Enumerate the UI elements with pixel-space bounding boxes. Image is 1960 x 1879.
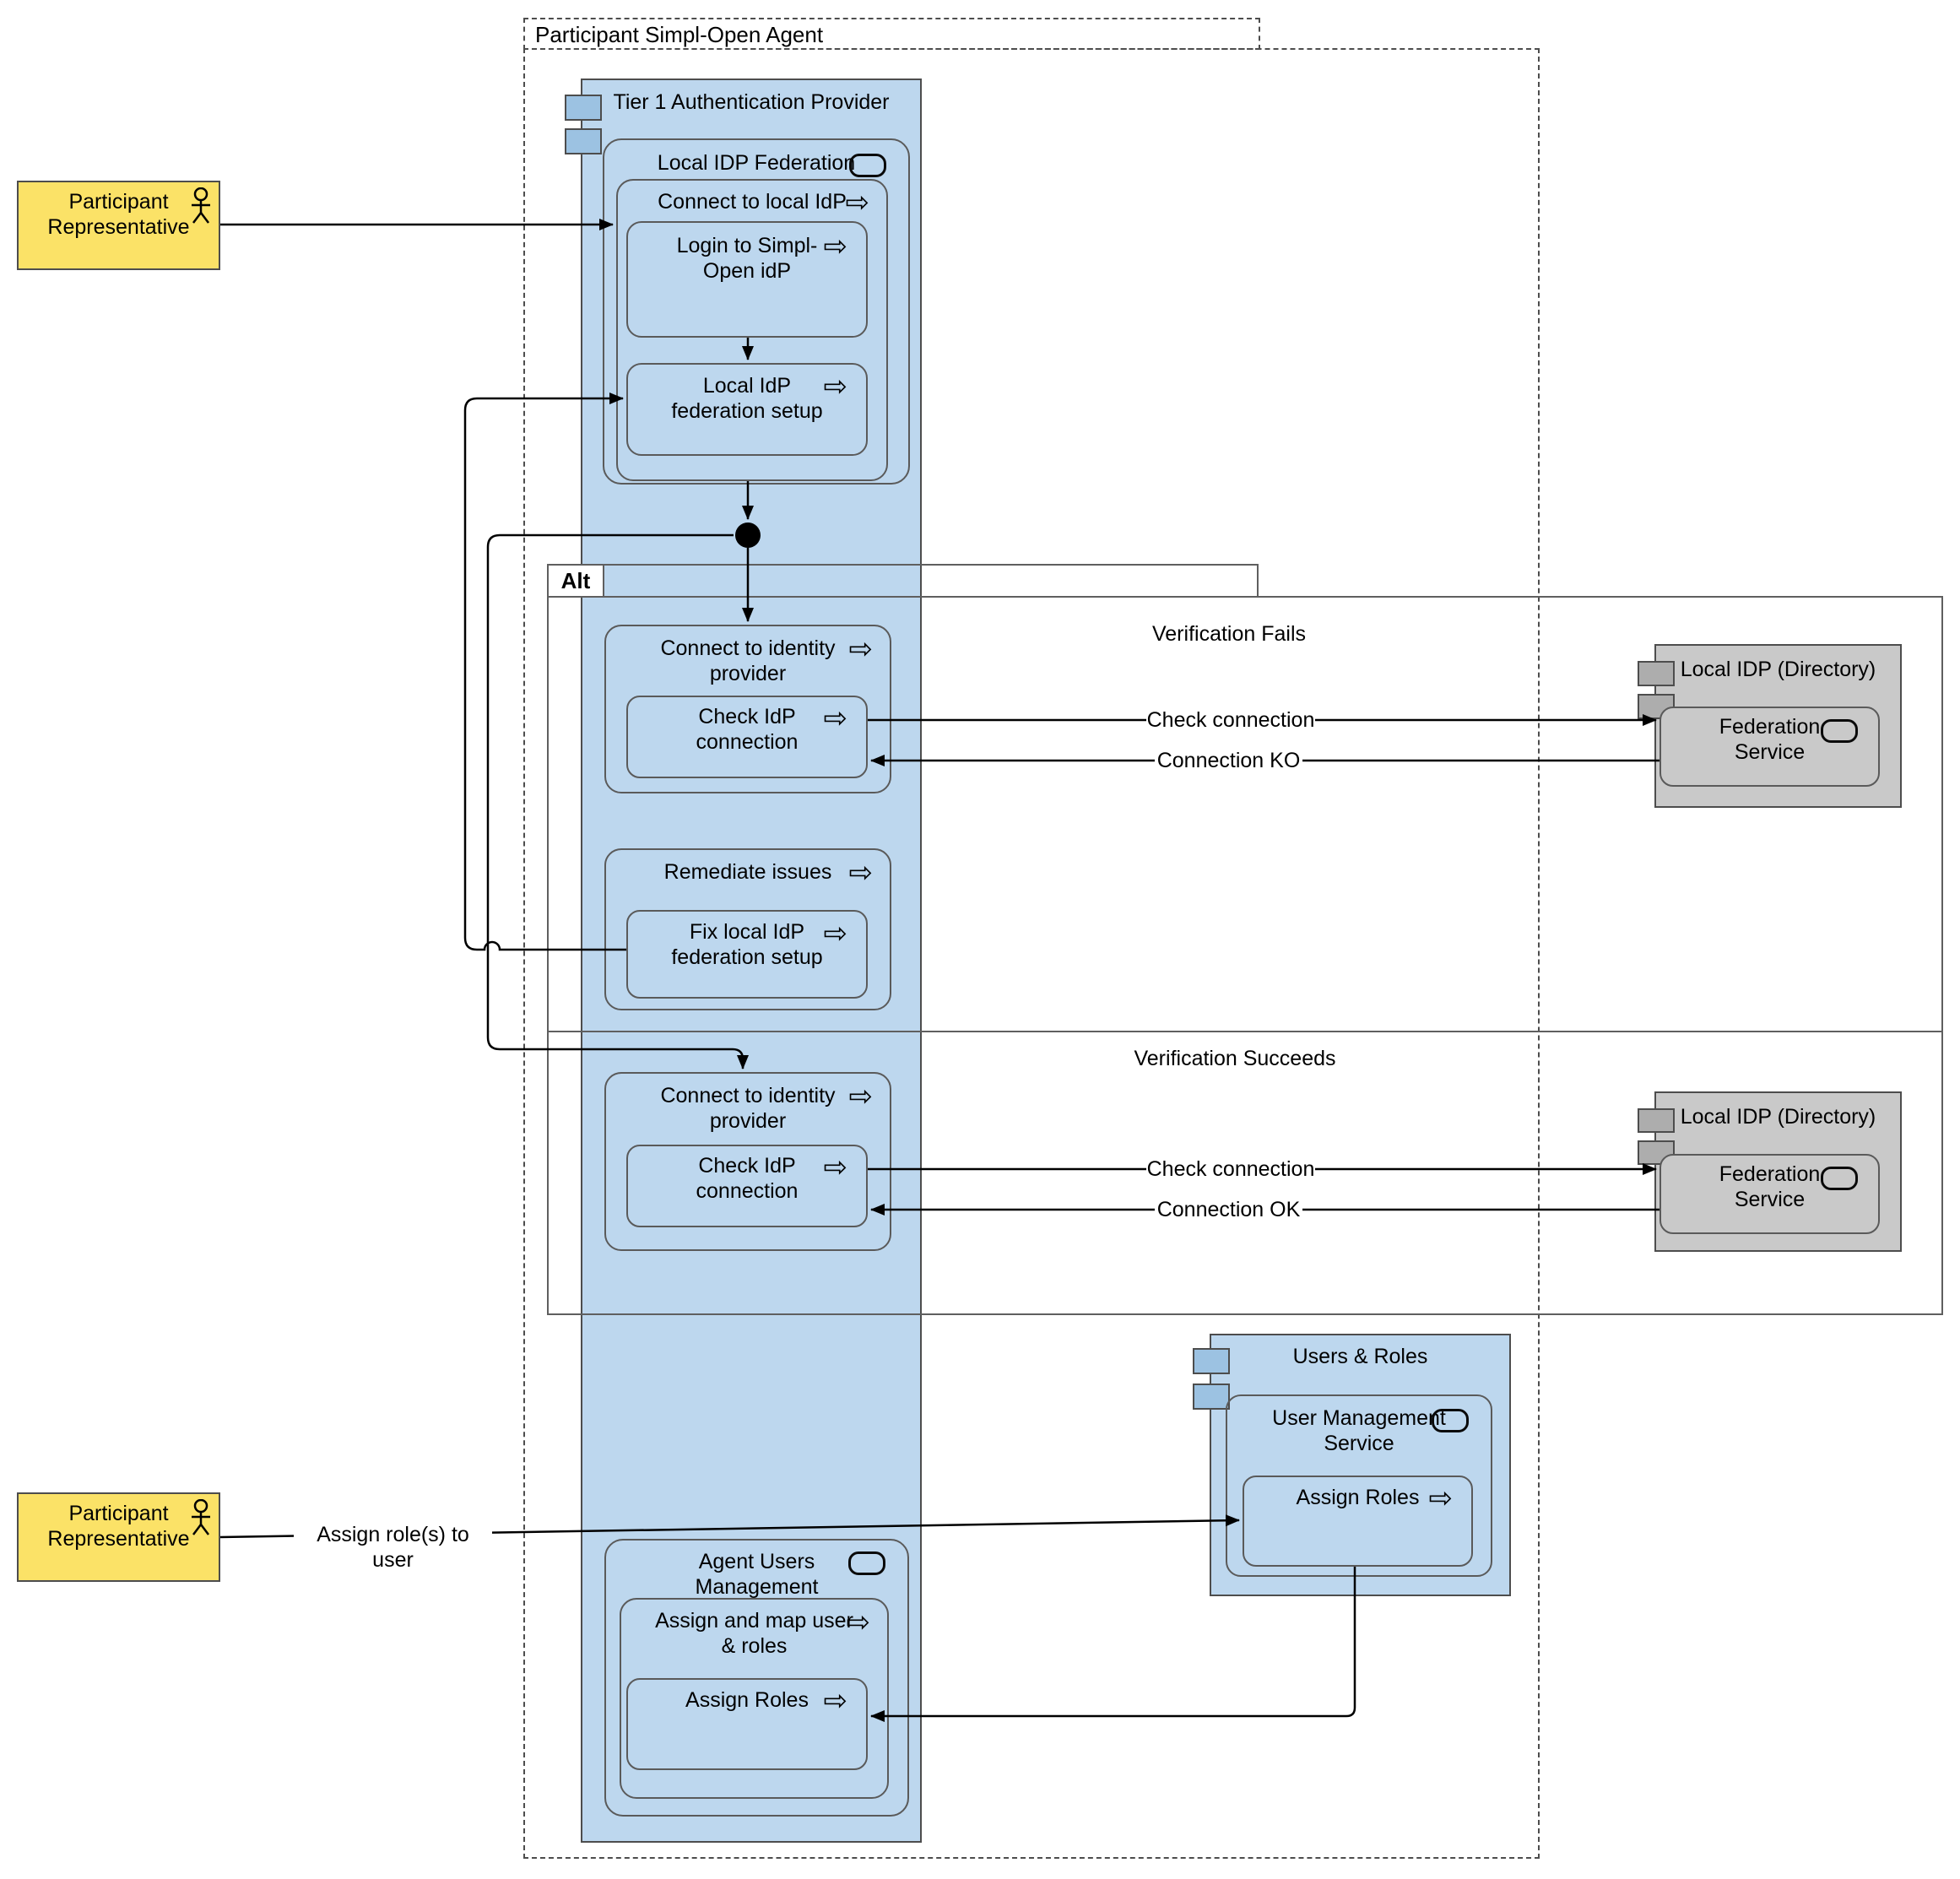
message-connection-ok: Connection OK bbox=[1155, 1197, 1302, 1222]
activity-icon bbox=[849, 154, 886, 177]
component-port-icon bbox=[1638, 661, 1675, 686]
connect-to-identity-provider-2: Connect to identity provider ⇨ bbox=[604, 1072, 891, 1251]
block-arrow-icon: ⇨ bbox=[848, 633, 874, 665]
user-management-service: User Management Service bbox=[1226, 1394, 1492, 1577]
connect-to-local-idp: Connect to local IdP ⇨ bbox=[616, 179, 888, 481]
block-arrow-icon: ⇨ bbox=[848, 857, 874, 889]
connect-local-title: Connect to local IdP bbox=[658, 190, 847, 214]
activity-icon bbox=[1821, 719, 1858, 743]
tier1-title: Tier 1 Authentication Provider bbox=[613, 90, 890, 114]
message-connection-ko: Connection KO bbox=[1155, 748, 1302, 773]
participant-representative-1: Participant Representative bbox=[17, 181, 220, 270]
message-check-connection-2: Check connection bbox=[1146, 1156, 1315, 1182]
component-port-icon bbox=[565, 128, 602, 154]
local-idp-federation-setup: Local IdP federation setup ⇨ bbox=[626, 363, 868, 456]
message-assign-roles-to-user: Assign role(s) to user bbox=[294, 1522, 492, 1573]
block-arrow-icon: ⇨ bbox=[823, 918, 848, 950]
participant-representative-2: Participant Representative bbox=[17, 1492, 220, 1582]
component-port-icon bbox=[1193, 1384, 1230, 1410]
frame-title-box: Participant Simpl-Open Agent bbox=[523, 18, 1260, 50]
activity-icon bbox=[1432, 1409, 1469, 1432]
actor-icon bbox=[192, 1499, 210, 1535]
assign-roles-ums: Assign Roles ⇨ bbox=[1243, 1476, 1473, 1567]
block-arrow-icon: ⇨ bbox=[823, 230, 848, 263]
alt-frame-divider bbox=[547, 1031, 1943, 1032]
check-idp-connection-2: Check IdP connection ⇨ bbox=[626, 1145, 868, 1227]
alt-operator-label: Alt bbox=[547, 564, 604, 598]
component-port-icon bbox=[565, 95, 602, 121]
local-idp-federation: Local IDP Federation bbox=[603, 138, 910, 485]
actor-icon bbox=[192, 187, 210, 224]
block-arrow-icon: ⇨ bbox=[845, 187, 870, 219]
federation-service-1: Federation Service bbox=[1660, 707, 1880, 787]
message-check-connection-1: Check connection bbox=[1146, 707, 1315, 733]
login-to-simpl-open-idp: Login to Simpl- Open idP ⇨ bbox=[626, 221, 868, 338]
block-arrow-icon: ⇨ bbox=[846, 1606, 871, 1638]
block-arrow-icon: ⇨ bbox=[823, 371, 848, 403]
component-port-icon bbox=[1638, 1108, 1675, 1133]
activity-icon bbox=[848, 1551, 885, 1575]
junction-node bbox=[735, 523, 761, 548]
block-arrow-icon: ⇨ bbox=[823, 702, 848, 734]
federation-service-2: Federation Service bbox=[1660, 1154, 1880, 1234]
block-arrow-icon: ⇨ bbox=[848, 1080, 874, 1113]
alt-frame-header bbox=[547, 564, 1259, 598]
block-arrow-icon: ⇨ bbox=[1428, 1482, 1454, 1514]
assign-and-map-user-roles: Assign and map user & roles ⇨ bbox=[620, 1598, 889, 1799]
users-and-roles: Users & Roles bbox=[1210, 1334, 1511, 1596]
assign-roles-agent: Assign Roles ⇨ bbox=[626, 1678, 868, 1770]
block-arrow-icon: ⇨ bbox=[823, 1151, 848, 1183]
section-label-verification-fails: Verification Fails bbox=[1151, 622, 1307, 646]
activity-icon bbox=[1821, 1167, 1858, 1190]
section-label-verification-succeeds: Verification Succeeds bbox=[1134, 1047, 1336, 1070]
frame-title: Participant Simpl-Open Agent bbox=[535, 22, 824, 47]
local-idp-federation-title: Local IDP Federation bbox=[657, 151, 856, 175]
block-arrow-icon: ⇨ bbox=[823, 1685, 848, 1717]
component-port-icon bbox=[1193, 1348, 1230, 1374]
